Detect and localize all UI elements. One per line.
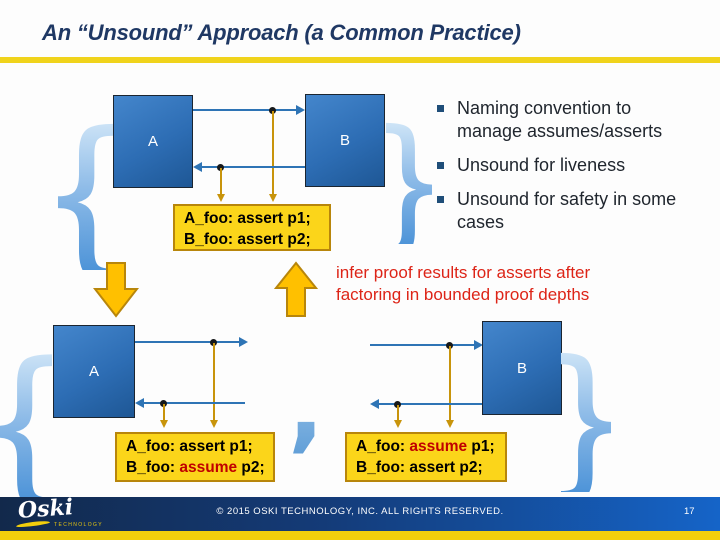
bullet-item: Naming convention to manage assumes/asse…	[437, 97, 689, 143]
bullet-label: Naming convention to manage assumes/asse…	[457, 98, 663, 141]
module-block-b-top: B	[305, 94, 385, 187]
page-number: 17	[684, 506, 695, 517]
arrowhead-down-icon	[217, 194, 225, 202]
signal-line-a-to-b	[193, 109, 297, 112]
arrowhead-down-icon	[160, 420, 168, 428]
tap-line	[163, 404, 166, 421]
page-title: An “Unsound” Approach (a Common Practice…	[42, 20, 521, 45]
arrowhead-down-icon	[394, 420, 402, 428]
proof-line: B_foo: assume p2;	[126, 459, 265, 476]
proof-box-bottom-left: A_foo: assert p1; B_foo: assume p2;	[115, 432, 275, 482]
footer-bar	[0, 497, 720, 531]
signal-line-b-to-a	[200, 166, 305, 169]
bullet-list: Naming convention to manage assumes/asse…	[437, 97, 689, 245]
oski-logo: Oski TECHNOLOGY	[14, 494, 104, 530]
proof-box-bottom-right: A_foo: assume p1; B_foo: assert p2;	[345, 432, 507, 482]
proof-line: A_foo: assert p1;	[126, 438, 253, 455]
module-block-a-top: A	[113, 95, 193, 188]
footer-accent-stripe	[0, 531, 720, 540]
arrowhead-down-icon	[210, 420, 218, 428]
open-brace-icon: {	[31, 96, 141, 294]
inference-note-line: factoring in bounded proof depths	[336, 284, 590, 304]
tap-junction-dot	[217, 164, 224, 171]
proof-line: B_foo: assert p2;	[356, 459, 483, 476]
bullet-marker-icon	[437, 196, 444, 203]
tap-junction-dot	[210, 339, 217, 346]
tap-line	[397, 405, 400, 421]
signal-line-in	[142, 402, 245, 405]
bullet-label: Unsound for liveness	[457, 155, 626, 175]
arrowhead-down-icon	[446, 420, 454, 428]
arrowhead-left-icon	[370, 399, 379, 409]
arrowhead-right-icon	[474, 340, 483, 350]
down-block-arrow-icon	[93, 262, 139, 318]
comma-separator-icon: ,	[288, 353, 325, 463]
signal-line-out	[377, 403, 482, 406]
inference-note-line: infer proof results for asserts after	[336, 263, 591, 282]
signal-line-in	[370, 344, 476, 347]
arrowhead-left-icon	[193, 162, 202, 172]
oski-logo-tagline: TECHNOLOGY	[54, 522, 104, 528]
tap-junction-dot	[269, 107, 276, 114]
module-block-a-bottom: A	[53, 325, 135, 418]
assume-keyword: assume	[409, 438, 468, 455]
title-divider	[0, 57, 720, 63]
proof-box-top: A_foo: assert p1; B_foo: assert p2;	[173, 204, 331, 251]
proof-line: A_foo: assume p1;	[356, 438, 495, 455]
tap-line	[220, 168, 223, 195]
module-block-b-bottom: B	[482, 321, 562, 415]
signal-line-out	[135, 341, 240, 344]
inference-note: infer proof results for asserts after fa…	[336, 262, 590, 305]
copyright-text: © 2015 OSKI TECHNOLOGY, INC. ALL RIGHTS …	[216, 506, 504, 517]
tap-junction-dot	[446, 342, 453, 349]
arrowhead-down-icon	[269, 194, 277, 202]
bullet-marker-icon	[437, 162, 444, 169]
bullet-marker-icon	[437, 105, 444, 112]
assume-keyword: assume	[179, 459, 238, 476]
arrowhead-left-icon	[135, 398, 144, 408]
open-brace-icon: {	[0, 326, 77, 522]
proof-line: B_foo: assert p2;	[184, 231, 311, 248]
close-brace-icon: }	[362, 98, 456, 268]
bullet-label: Unsound for safety in some cases	[457, 189, 677, 232]
tap-line	[449, 346, 452, 421]
bullet-item: Unsound for safety in some cases	[437, 188, 689, 234]
bullet-item: Unsound for liveness	[437, 154, 689, 177]
tap-line	[213, 343, 216, 421]
up-block-arrow-icon	[274, 261, 318, 317]
proof-line: A_foo: assert p1;	[184, 210, 311, 227]
arrowhead-right-icon	[239, 337, 248, 347]
close-brace-icon: }	[534, 327, 638, 515]
tap-line	[272, 111, 275, 195]
tap-junction-dot	[160, 400, 167, 407]
tap-junction-dot	[394, 401, 401, 408]
arrowhead-right-icon	[296, 105, 305, 115]
